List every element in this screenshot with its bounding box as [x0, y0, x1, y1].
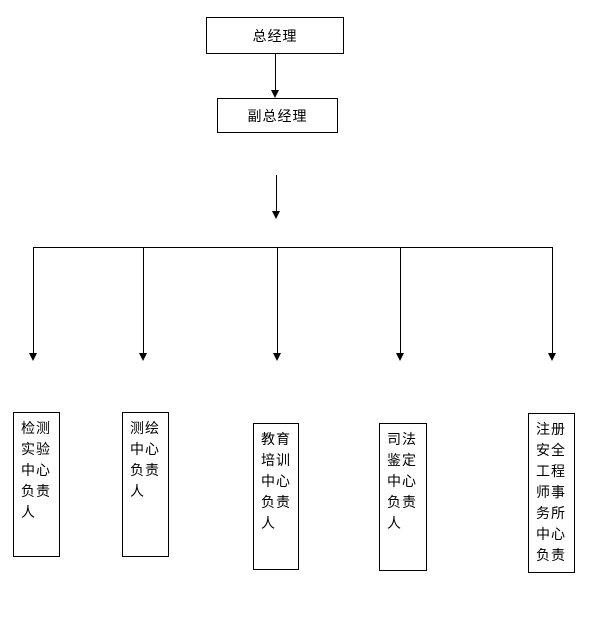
node-deputy-general-manager: 副总经理 [217, 98, 338, 133]
branch-arrow-registered-safety [548, 247, 556, 361]
node-testing-lab-center-head: 检测 实验 中心 负责 人 [13, 412, 60, 557]
arrow-deputy-to-trunk [272, 175, 280, 219]
trunk-line [33, 247, 553, 248]
branch-arrow-surveying [139, 247, 147, 361]
node-general-manager: 总经理 [206, 17, 344, 54]
branch-arrow-judicial-appraisal [396, 247, 404, 361]
node-surveying-center-head: 测绘 中心 负责 人 [122, 412, 169, 557]
arrow-general-to-deputy [271, 54, 279, 98]
node-judicial-appraisal-center-head: 司法 鉴定 中心 负责 人 [379, 423, 427, 571]
node-education-training-center-head: 教育 培训 中心 负责 人 [253, 423, 299, 570]
branch-arrow-education-training [273, 247, 281, 361]
node-registered-safety-engineer-office-center-head: 注册 安全 工程 师事 务所 中心 负责 [528, 413, 575, 573]
branch-arrow-testing-lab [29, 247, 37, 361]
